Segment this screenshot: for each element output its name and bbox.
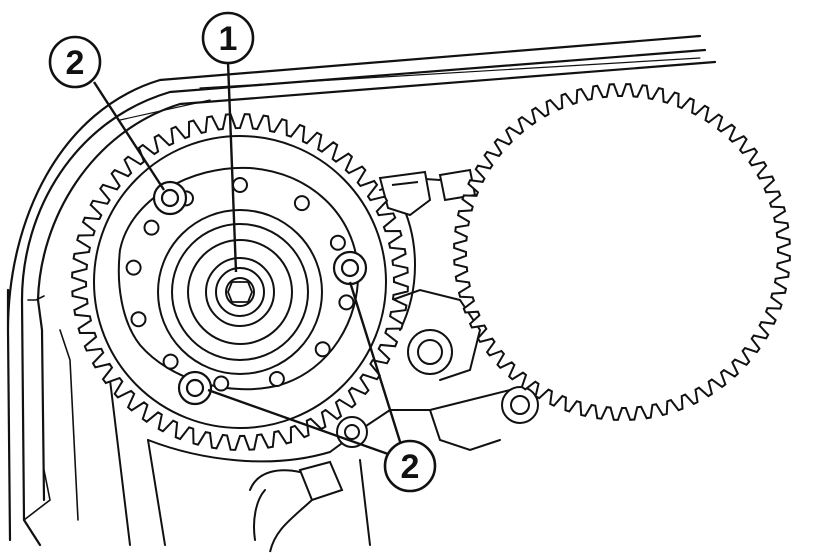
callout-1: 1 <box>201 11 255 65</box>
block-bolts <box>269 329 539 553</box>
crank-hub <box>117 166 360 392</box>
callout-2-top: 2 <box>48 35 102 89</box>
engine-block-lines <box>109 171 511 546</box>
leader-lines <box>92 61 404 456</box>
camshaft-sprocket <box>453 83 791 421</box>
plate-hole <box>213 375 230 392</box>
cam-gear-teeth <box>453 83 791 421</box>
callout-2-bottom: 2 <box>383 439 437 493</box>
sensor-connector <box>298 460 344 502</box>
hub-bolt <box>215 267 265 317</box>
callout-2-top-label: 2 <box>66 44 85 82</box>
sensor-bracket <box>378 168 477 217</box>
leader-2b-bottom <box>207 388 389 456</box>
plate-hole <box>232 177 248 193</box>
plate-hole <box>125 259 142 276</box>
callout-1-label: 1 <box>219 20 238 58</box>
leader-2a <box>92 81 166 191</box>
plate-hole <box>293 195 310 212</box>
plate-hole <box>130 311 147 328</box>
pulley-bolt-right <box>332 250 368 286</box>
plate-hole <box>338 294 355 311</box>
plate-hole <box>268 371 285 387</box>
belt-cover-outline <box>6 34 717 547</box>
plate-hole <box>143 219 160 236</box>
pulley-bolt-top-left <box>152 180 188 216</box>
leader-1 <box>226 61 238 273</box>
timing-plate-holes <box>125 177 355 392</box>
crank-pulley-bolts <box>152 180 368 406</box>
plate-hole <box>162 353 179 370</box>
plate-hole <box>314 341 331 358</box>
plate-hole <box>329 234 346 251</box>
callout-2-bottom-label: 2 <box>401 448 420 486</box>
leader-2b-right <box>348 281 404 449</box>
pulley-bolt-bottom-left <box>177 370 213 406</box>
